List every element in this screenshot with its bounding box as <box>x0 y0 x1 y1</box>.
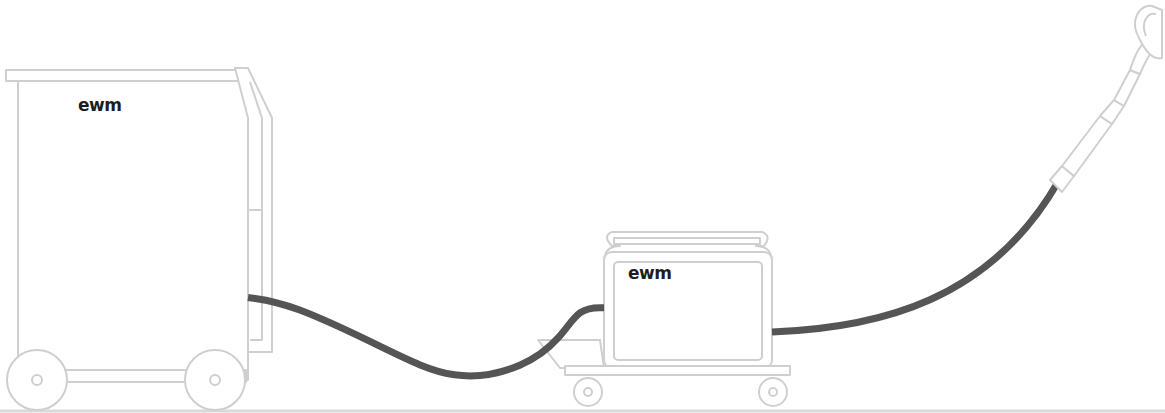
torch-hose <box>772 182 1058 332</box>
wire-feeder-box: ewm <box>604 252 772 368</box>
welding-torch <box>1050 6 1162 192</box>
hose-connector <box>248 298 604 376</box>
power-source <box>6 68 272 410</box>
brand-logo: ewm <box>628 265 671 282</box>
brand-logo: ewm <box>78 97 121 114</box>
ground-line <box>0 410 1165 413</box>
power-source-box: ewm <box>18 80 248 370</box>
